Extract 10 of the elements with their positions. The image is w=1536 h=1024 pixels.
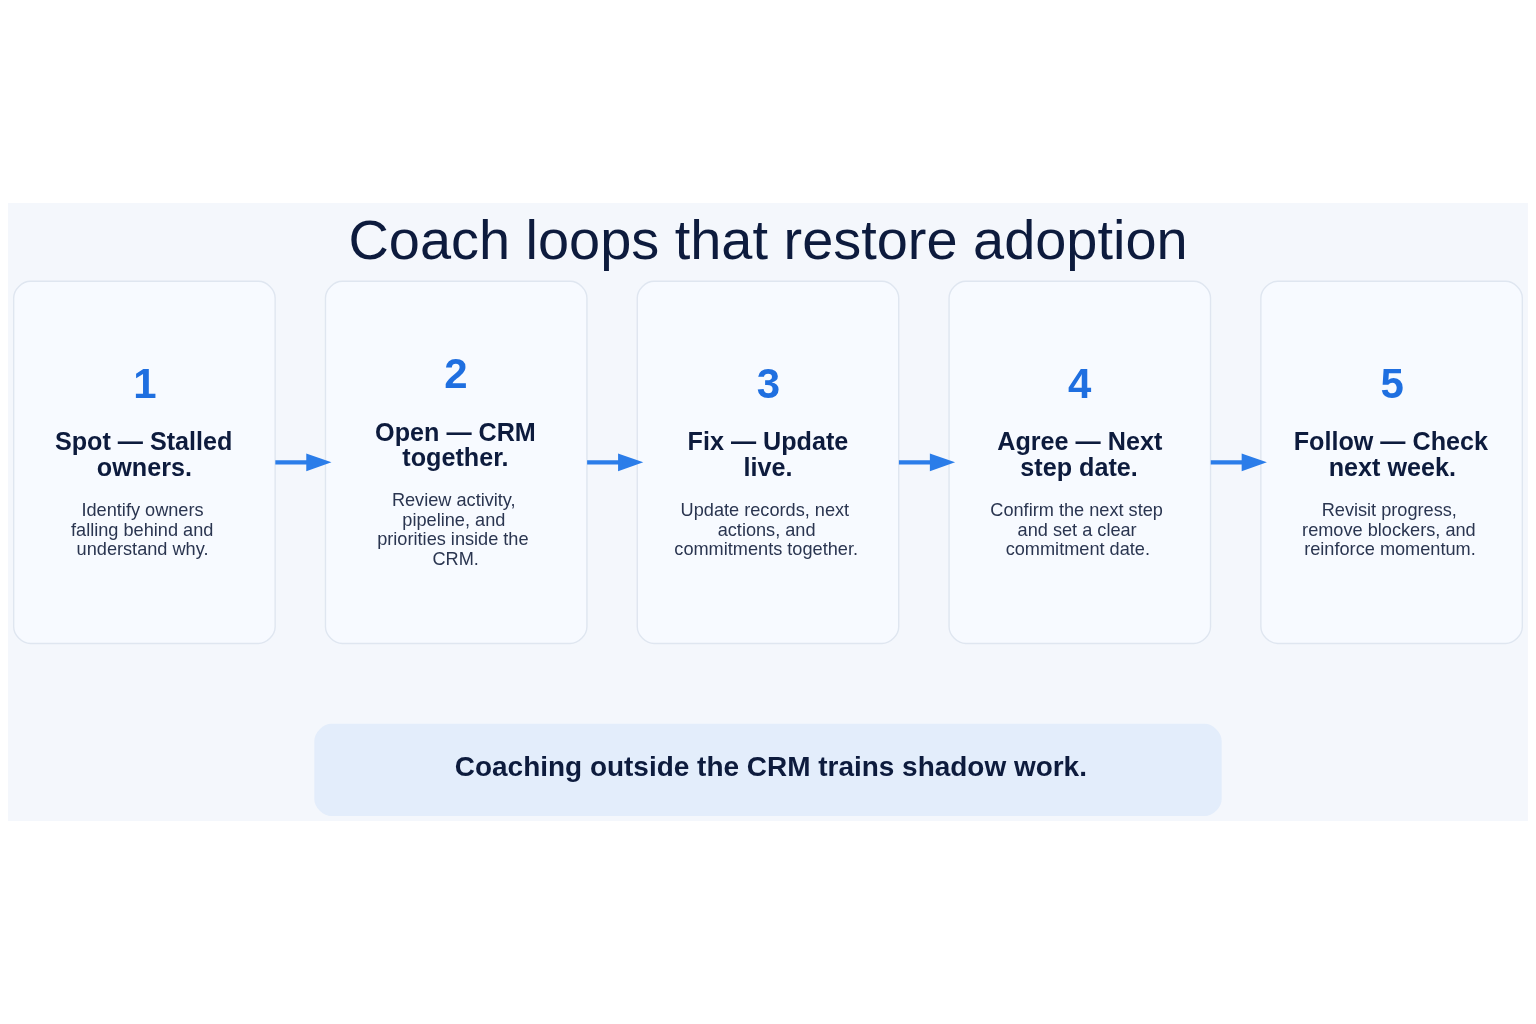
node-box: 3 Fix — Update live. Update records, next actions, and commitments together. <box>636 280 900 645</box>
node-box: 1 Spot — Stalled owners. Identify owners falling behind and understand why. <box>13 280 276 645</box>
arrow <box>587 453 644 472</box>
diagram-title: Coach loops that restore adoption <box>348 207 1188 271</box>
node-box: 2 Open — CRM together. Review activity, pipeline, and priorities inside the CRM. <box>324 280 588 645</box>
arrow <box>1210 453 1267 472</box>
arrow <box>275 453 332 472</box>
node-box: 4 Agree — Next step date. Confirm the next step and set a clear commitment date. <box>948 280 1212 645</box>
arrow <box>898 453 956 472</box>
node-box: 5 Follow — Check next week. Revisit progress, remove blockers, and reinforce momentum. <box>1260 280 1523 645</box>
